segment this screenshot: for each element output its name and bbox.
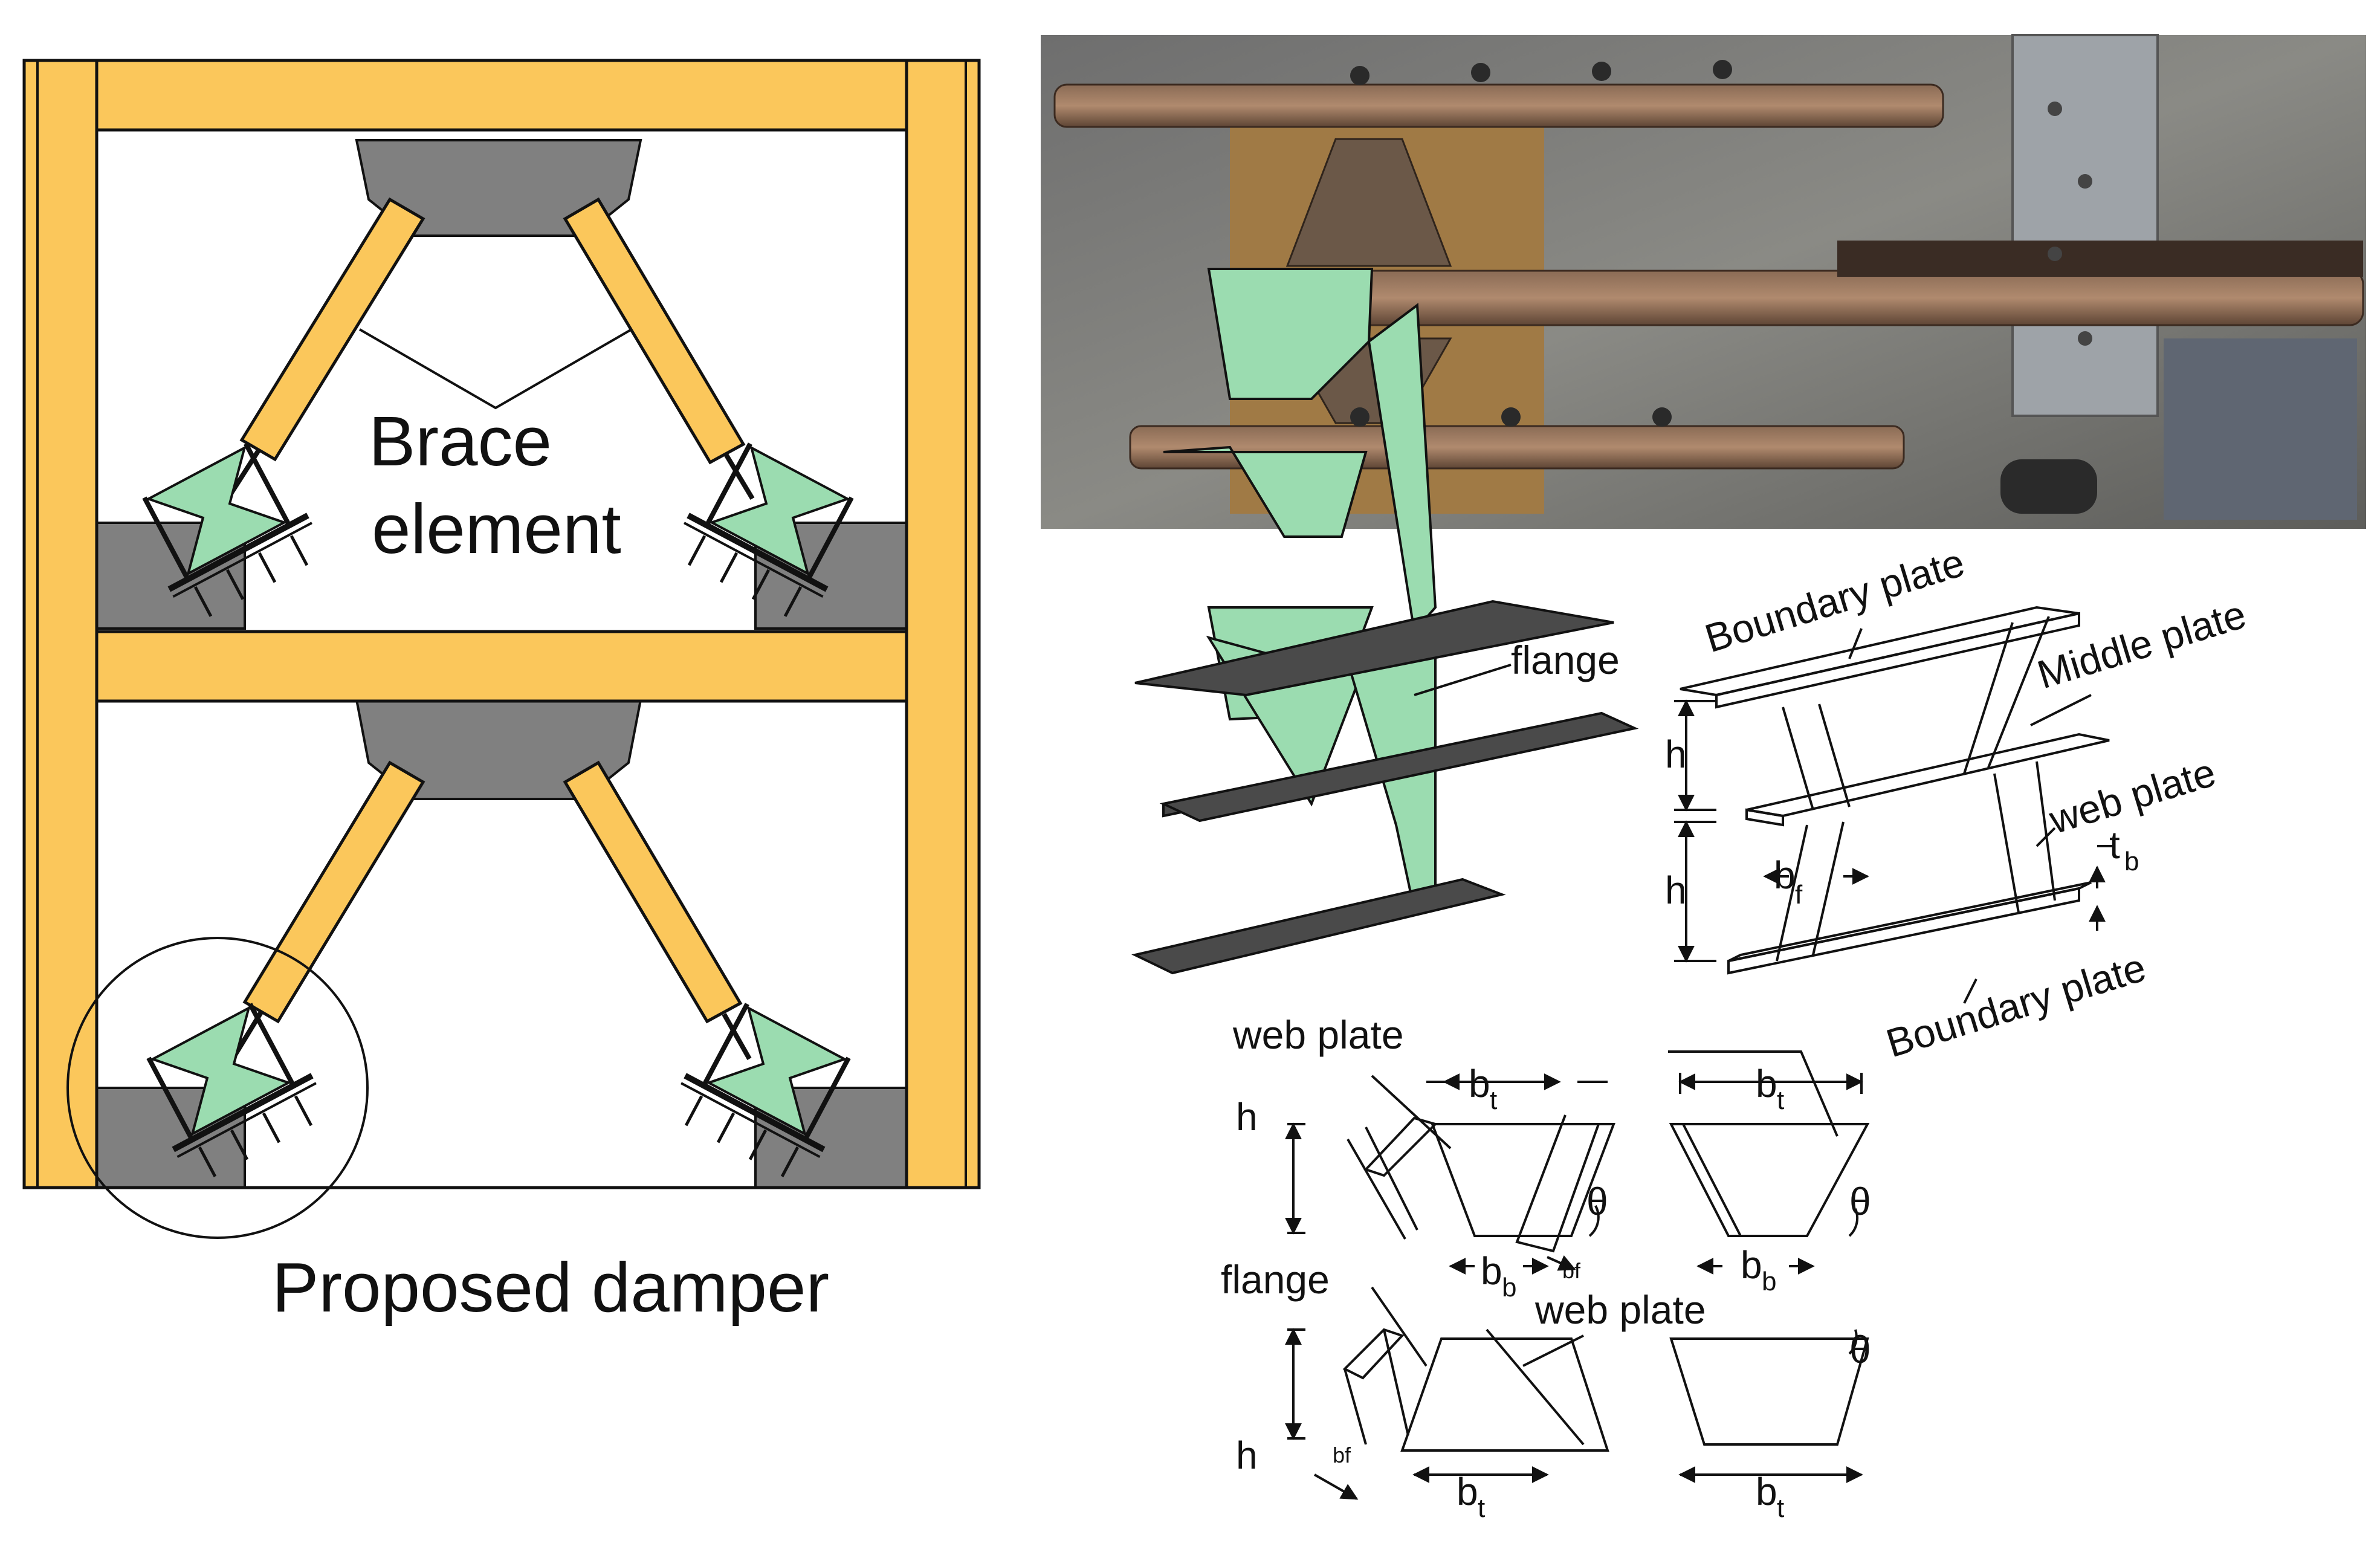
detail-dim-bf-2: bf xyxy=(1333,1443,1351,1467)
detail-dim-bt-4-sub: t xyxy=(1777,1493,1784,1523)
middle-beam xyxy=(22,630,981,703)
brace-upper-right xyxy=(563,197,746,465)
brace-leader-lines xyxy=(358,328,633,410)
iso-bottom-plate xyxy=(1131,878,1506,975)
damper-highlight-circle xyxy=(66,937,369,1239)
iso-line-damper xyxy=(1674,606,2115,1004)
iso-flange-label: flange xyxy=(1511,638,1620,682)
damper-lower-left xyxy=(146,1003,317,1177)
detail-dim-bb-1-sub: b xyxy=(1502,1273,1516,1302)
boundary-plate-top-label: Boundary plate xyxy=(1699,540,1969,661)
detail-labels: web plate web plate flange h h b t b t b… xyxy=(1221,1012,1871,1523)
specimen-photo xyxy=(1041,34,2366,529)
iso-dim-h-upper: h xyxy=(1665,732,1687,776)
detail-dim-h-upper: h xyxy=(1236,1095,1258,1139)
detail-flange-label: flange xyxy=(1221,1257,1330,1302)
detail-dim-bt-3-sub: t xyxy=(1478,1493,1485,1523)
right-column xyxy=(905,59,981,1189)
detail-dim-bt-1-sub: t xyxy=(1490,1085,1497,1115)
theta-label-3: θ xyxy=(1849,1328,1871,1371)
iso-dim-h-lower: h xyxy=(1665,868,1687,912)
iso-solid-damper: flange xyxy=(1131,268,1639,975)
detail-dim-bb-2: b xyxy=(1741,1243,1762,1287)
detail-dim-bt-1: b xyxy=(1469,1062,1490,1105)
detail-dim-bb-1: b xyxy=(1481,1249,1502,1293)
brace-lower-left xyxy=(242,760,425,1024)
iso-line-damper-labels: Boundary plate Middle plate web plate Bo… xyxy=(1665,540,2251,1066)
brace-label-line2: element xyxy=(372,490,621,568)
detail-dim-bt-2-sub: t xyxy=(1777,1085,1784,1115)
detail-dim-bb-2-sub: b xyxy=(1762,1267,1776,1296)
damper-upper-right xyxy=(684,442,854,617)
detail-dim-bf-1: bf xyxy=(1562,1258,1581,1283)
detail-web-plate-top-label: web plate xyxy=(1232,1012,1404,1057)
iso-dim-bf-sub: f xyxy=(1795,880,1803,910)
frame-caption: Proposed damper xyxy=(272,1248,829,1327)
iso-dim-tb: t xyxy=(2109,823,2120,867)
frame-panel: Brace element Proposed damper xyxy=(22,59,981,1327)
theta-label-1: θ xyxy=(1586,1180,1608,1223)
theta-label-2: θ xyxy=(1849,1180,1871,1223)
web-plate-label-iso: web plate xyxy=(2044,749,2221,842)
brace-label-line1: Brace xyxy=(369,402,552,480)
detail-dim-bt-2: b xyxy=(1756,1062,1777,1105)
brace-upper-left xyxy=(239,197,425,462)
detail-views xyxy=(1285,1050,1870,1500)
detail-web-plate-bottom-label: web plate xyxy=(1534,1287,1706,1332)
top-beam xyxy=(22,59,981,132)
detail-dim-bt-4: b xyxy=(1756,1470,1777,1513)
damper-upper-left xyxy=(142,442,312,617)
iso-dim-bf: b xyxy=(1774,853,1796,897)
detail-dim-h-lower: h xyxy=(1236,1434,1258,1477)
iso-middle-plate xyxy=(1159,711,1639,823)
detail-dim-bt-3: b xyxy=(1457,1470,1478,1513)
iso-dim-tb-sub: b xyxy=(2124,847,2139,876)
brace-lower-right xyxy=(563,760,743,1024)
boundary-plate-bottom-label: Boundary plate xyxy=(1881,945,2150,1066)
damper-lower-right xyxy=(681,1003,851,1177)
iso-top-plate xyxy=(1134,600,1614,697)
middle-plate-label: Middle plate xyxy=(2032,592,2251,697)
